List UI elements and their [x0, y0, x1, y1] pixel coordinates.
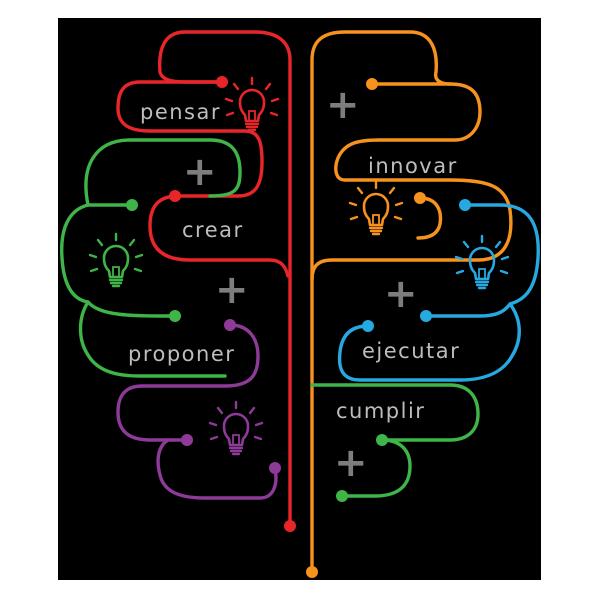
purple-node-mid	[181, 434, 193, 446]
red-node-mid	[169, 190, 181, 202]
green-right-node-top	[376, 434, 388, 446]
plus-sign: +	[326, 82, 360, 128]
label-innovar: innovar	[368, 154, 458, 178]
orange-node-top	[366, 78, 378, 90]
plus-sign: +	[334, 440, 368, 486]
plus-sign: +	[183, 149, 217, 195]
green-node-bottom	[169, 310, 181, 322]
label-pensar: pensar	[140, 100, 221, 124]
orange-node-mid	[414, 192, 426, 204]
blue-node-left	[362, 320, 374, 332]
plus-sign: +	[215, 267, 249, 313]
label-ejecutar: ejecutar	[362, 339, 460, 363]
green-right-node-bottom	[336, 490, 348, 502]
plus-sign: +	[384, 271, 418, 317]
label-cumplir: cumplir	[336, 399, 425, 423]
orange-node-bottom	[306, 566, 318, 578]
green-node-top	[126, 199, 138, 211]
label-crear: crear	[182, 218, 244, 242]
red-node-top	[216, 76, 228, 88]
purple-node-top	[224, 319, 236, 331]
red-node-bottom	[284, 520, 296, 532]
purple-node-bottom	[269, 462, 281, 474]
blue-node-mid	[420, 310, 432, 322]
blue-node-top	[459, 199, 471, 211]
label-proponer: proponer	[128, 342, 235, 366]
background-panel	[58, 18, 541, 580]
